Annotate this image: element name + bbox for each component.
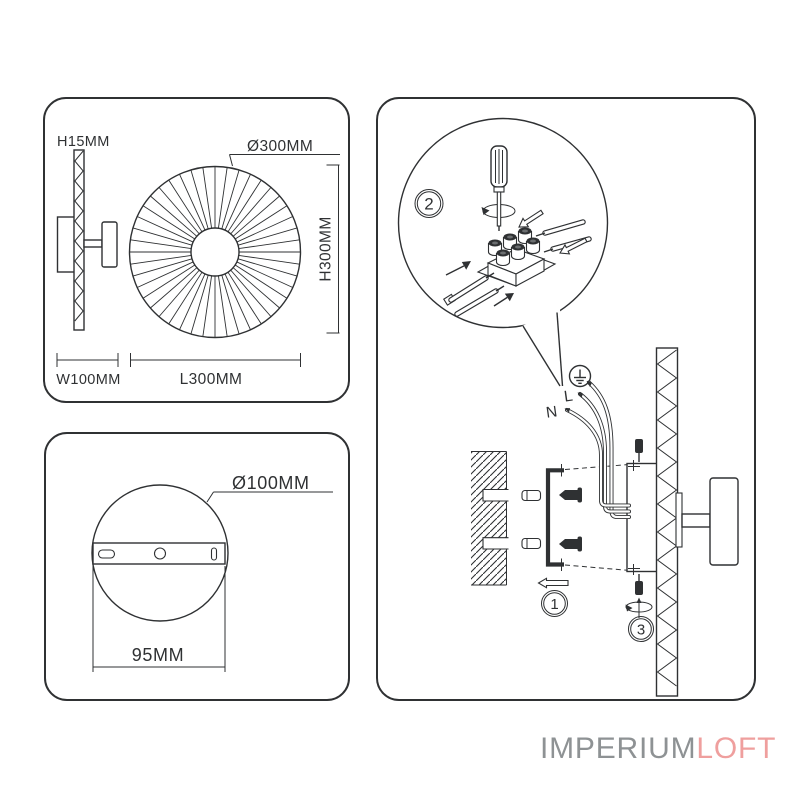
backplate (626, 462, 659, 573)
callout-tail-right (556, 312, 564, 387)
sunburst-rays (129, 166, 301, 338)
panel-border (43, 97, 350, 403)
top-screw-head (635, 439, 643, 453)
callout-circle (397, 117, 609, 329)
drill-hole-top (482, 488, 509, 502)
height-label: H300MM (318, 216, 335, 281)
lamp-front-view (128, 165, 302, 339)
left-wires (442, 261, 514, 317)
wall-cap (101, 221, 118, 268)
plate-edge (675, 492, 683, 548)
mounting-plate-circle (91, 484, 229, 622)
wiring-callout: 2 (397, 117, 609, 395)
insert-arrow-1 (445, 261, 471, 276)
disc-edge (655, 347, 679, 697)
drill-hole-bottom (482, 537, 509, 550)
lamp-inner-circle (190, 227, 240, 277)
wire-arrowhead-live (577, 392, 583, 398)
screw-head (577, 487, 582, 503)
wall-hatch (471, 451, 507, 585)
hole-spacing-label: 95MM (132, 645, 184, 665)
panel-mounting-plate: Ø100MM 95MM (44, 432, 350, 701)
slide-direction-arrow (537, 577, 569, 589)
stem (83, 239, 103, 248)
brand-logo: IMPERIUMLOFT (540, 732, 775, 766)
width-dimension (56, 353, 119, 367)
step-3-number: 3 (637, 622, 645, 639)
step-2-badge: 2 (414, 189, 444, 218)
stem (681, 513, 711, 528)
wall-plug-bottom (521, 537, 542, 550)
step-1-badge: 1 (541, 590, 568, 617)
wall-plug-top (521, 489, 542, 502)
screwdriver-neck (493, 186, 505, 193)
right-wires (518, 209, 592, 255)
terminal-screws (487, 227, 541, 267)
driver-box (56, 216, 77, 273)
wall-plugs (521, 489, 542, 550)
rotation-arrowhead (481, 207, 490, 215)
lamp-backplate (626, 460, 659, 575)
bracket-screws (559, 487, 582, 552)
diameter-leader (229, 154, 340, 167)
height-dimension (326, 164, 340, 334)
bracket-hole-center (153, 547, 167, 560)
screw-head (577, 536, 582, 552)
wall-section (471, 451, 509, 586)
installed-lamp-side-view (655, 347, 739, 697)
screw-tip (559, 490, 565, 500)
lamp-side-view (56, 149, 118, 331)
length-label: L300MM (180, 371, 243, 388)
terminal-block (476, 227, 557, 287)
callout-tail-left (522, 325, 561, 387)
panel-product-dimensions: H15MM Ø300MM H300MM W100MM (43, 97, 350, 403)
insert-arrow-2 (493, 293, 514, 307)
plate-diameter-leader (206, 491, 333, 503)
screwdriver (481, 145, 516, 231)
step-2-number: 2 (424, 195, 433, 214)
screw-rotation-symbol (625, 597, 653, 618)
fixing-screws (635, 439, 643, 595)
thickness-label: H15MM (57, 134, 110, 150)
mounting-bracket (545, 464, 564, 571)
brand-logo-accent: LOFT (696, 732, 777, 765)
diameter-label: Ø300MM (247, 138, 313, 155)
brand-logo-primary: IMPERIUM (540, 732, 697, 765)
live-wire-label: L (563, 388, 574, 406)
wire-arrowhead-neutral (564, 408, 570, 413)
neutral-wire-label: N (545, 403, 559, 421)
step-3-badge: 3 (628, 616, 654, 642)
disc-texture-zigzag (74, 150, 84, 322)
wall-cap (709, 477, 739, 566)
bracket-slot-left (97, 549, 116, 559)
hole-spacing-dimension (92, 566, 226, 672)
insert-arrow-3 (518, 209, 544, 228)
bracket-slot-right (210, 547, 218, 561)
supply-wires (564, 380, 631, 519)
width-label: W100MM (56, 372, 120, 388)
terminal-body-side (515, 258, 545, 287)
screw-tip (559, 539, 565, 549)
screwdriver-shaft (496, 191, 502, 227)
bottom-screw-head (635, 581, 643, 595)
step-1-number: 1 (550, 596, 558, 613)
length-dimension (130, 353, 301, 367)
ground-symbol (568, 364, 592, 388)
insert-arrow-4 (559, 237, 588, 255)
plate-diameter-label: Ø100MM (232, 473, 310, 493)
panel-installation: 2 (376, 97, 756, 701)
panel-border (44, 432, 350, 701)
